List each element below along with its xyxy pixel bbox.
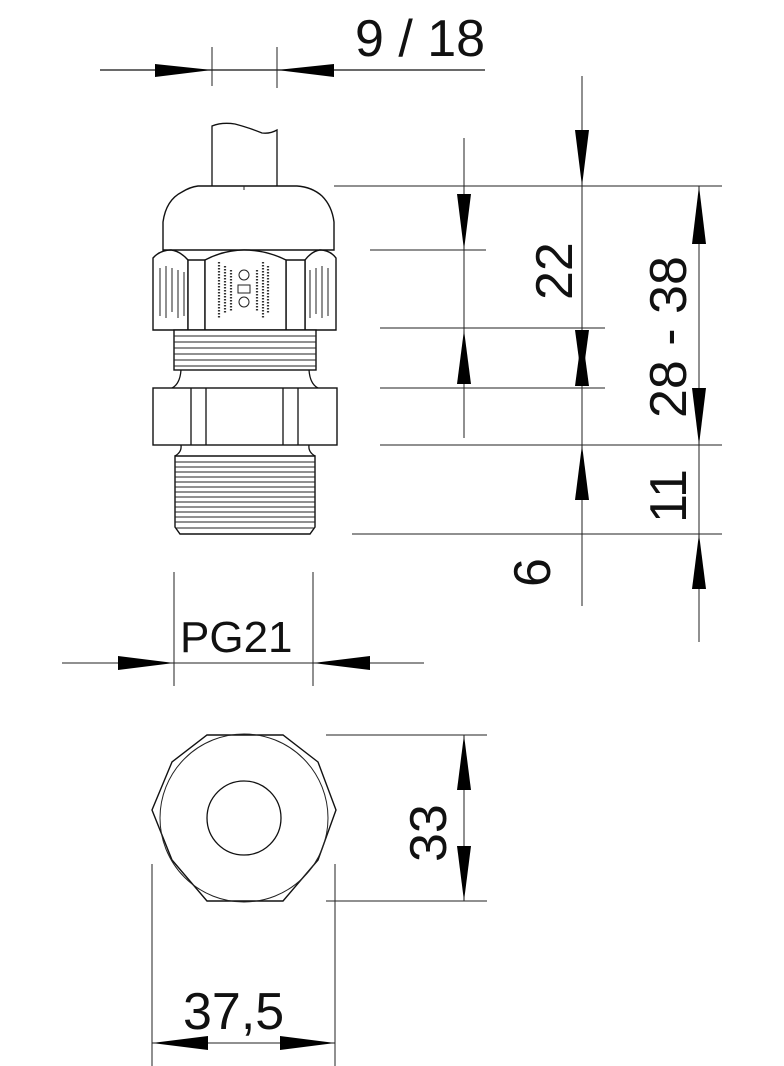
arrow-down-icon [457, 846, 471, 901]
gland-top-view [151, 733, 337, 903]
arrow-right-icon [155, 64, 212, 77]
height-top-dimension [457, 138, 471, 438]
arrow-left-icon [277, 64, 334, 77]
height-22-6-dimension: 22 6 [504, 76, 589, 606]
total-height-dimension: 28 - 38 11 [640, 186, 706, 642]
emblem-circle-icon [238, 269, 250, 281]
arrow-left-icon [313, 656, 370, 670]
hex-height-dimension: 33 [326, 734, 487, 902]
arrow-up-icon [692, 534, 706, 589]
hex-height-label: 33 [400, 804, 458, 862]
cable-range-label: 9 / 18 [355, 10, 485, 68]
arrow-down-icon [457, 194, 471, 250]
arrow-up-icon [575, 445, 589, 500]
arrow-left-icon [152, 1036, 208, 1050]
height-top-label: 22 [526, 242, 584, 300]
hex-width-label: 37,5 [183, 983, 284, 1041]
vertical-extension-lines [334, 185, 722, 535]
cable-range-dimension: 9 / 18 [100, 10, 485, 88]
arrow-down-icon [575, 130, 589, 186]
arrow-down-icon [692, 388, 706, 445]
arrow-right-icon [118, 656, 174, 670]
total-height-label: 28 - 38 [640, 256, 698, 418]
thread-length-label: 11 [640, 469, 698, 523]
gland-side-view [152, 122, 338, 535]
cable-hole [206, 780, 282, 856]
thread-size-label: PG21 [180, 613, 293, 662]
arrow-up-icon [692, 186, 706, 244]
hex-outline [151, 734, 337, 902]
hex-width-dimension: 37,5 [151, 864, 336, 1066]
arrow-right-icon [280, 1036, 335, 1050]
arrow-up-icon [457, 735, 471, 790]
emblem-circle-icon [238, 296, 250, 308]
arrow-up-icon [457, 330, 471, 384]
base-offset-label: 6 [504, 558, 562, 587]
arrow-up-icon [575, 334, 589, 386]
thread-size-dimension: PG21 [62, 572, 424, 686]
